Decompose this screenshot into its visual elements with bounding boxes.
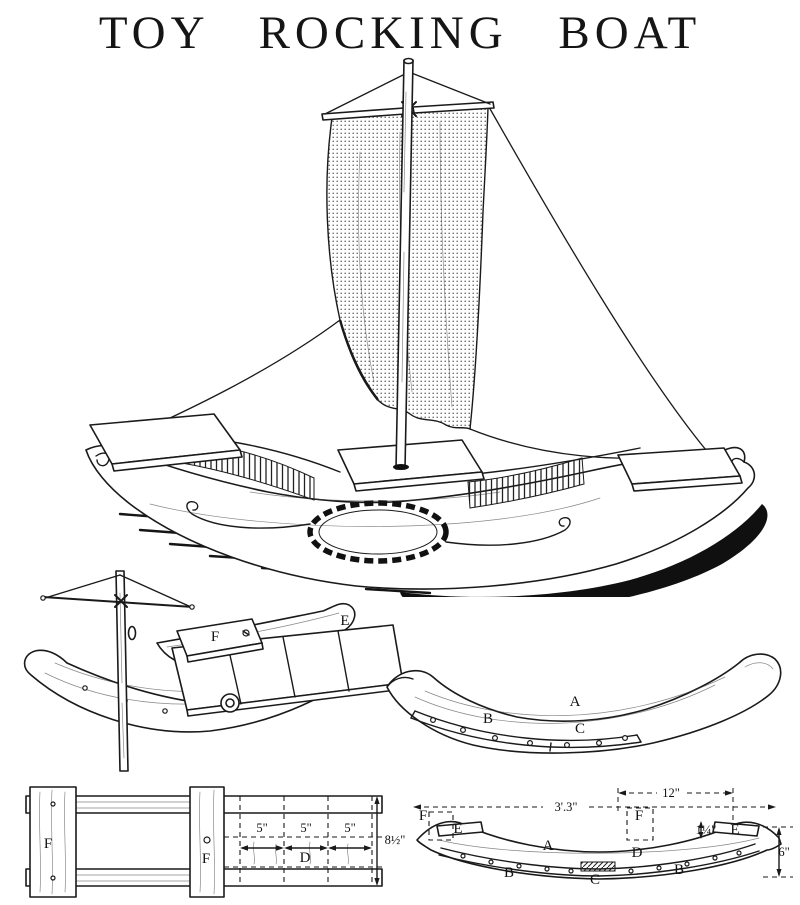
- bow-scroll: [95, 452, 110, 467]
- dim-height: 8½": [385, 833, 406, 847]
- label-e: E: [340, 613, 349, 629]
- label-c: C: [575, 721, 585, 737]
- e-board-left: [436, 821, 484, 837]
- figure-perspective-view: [85, 57, 768, 597]
- right-scroll-rope: [445, 516, 571, 546]
- f-board-left-hidden: [428, 811, 454, 841]
- mast: [115, 570, 137, 772]
- crossboard-f-mid: [189, 786, 225, 898]
- hidden-lines: [224, 796, 382, 886]
- label-e-right: E: [730, 822, 739, 838]
- right-seat: [617, 447, 743, 492]
- label-f-left: F: [44, 836, 52, 852]
- dim-5-2: 5": [300, 821, 311, 835]
- dimension-5-1: 5": [240, 821, 284, 851]
- figure-elevation-view: 3'.3" 12": [413, 786, 793, 888]
- page-title: TOY ROCKING BOAT: [98, 7, 702, 59]
- dimension-overall: 3'.3": [413, 800, 776, 814]
- hull-oval-opening: [307, 500, 449, 564]
- center-joint-block: [580, 861, 616, 872]
- label-c: C: [590, 872, 600, 888]
- label-f-mid: F: [202, 851, 210, 867]
- label-e-left: E: [453, 821, 462, 837]
- mast: [393, 57, 414, 470]
- label-b-left: B: [504, 865, 514, 881]
- dim-6: 6": [778, 845, 789, 859]
- dimension-5-3: 5": [328, 821, 372, 851]
- dim-5-1: 5": [256, 821, 267, 835]
- dim-5-3: 5": [344, 821, 355, 835]
- dimension-height: 8½": [374, 796, 405, 886]
- f-block: [176, 618, 264, 663]
- washer-disc: [220, 693, 240, 713]
- dim-114: 1¼": [696, 823, 717, 837]
- left-seat: [89, 413, 243, 472]
- label-f-left: F: [419, 808, 427, 824]
- rocker-side-piece: [386, 653, 782, 754]
- spar-yard: [40, 574, 195, 610]
- mast-cleat: [127, 625, 137, 641]
- crossboard-f-left: [29, 786, 77, 898]
- label-f: F: [211, 629, 219, 645]
- figure-side-profile: A B C: [386, 653, 782, 754]
- label-d: D: [632, 845, 643, 861]
- dimension-5-2: 5": [284, 821, 328, 851]
- label-b: B: [483, 711, 493, 727]
- dim-12: 12": [662, 786, 680, 800]
- dim-33: 3'.3": [555, 800, 578, 814]
- figure-assembly-view: F E: [23, 570, 405, 772]
- center-seat: [337, 439, 485, 492]
- seats: [89, 413, 743, 492]
- label-a: A: [570, 694, 581, 710]
- dimension-end-height: 6": [763, 826, 793, 878]
- dimension-12: 12": [617, 786, 734, 824]
- dimension-thickness: 1¼": [696, 821, 717, 839]
- mast-hole: [203, 836, 211, 844]
- label-b-right: B: [674, 862, 684, 878]
- label-f-mid: F: [635, 808, 643, 824]
- label-d: D: [300, 850, 311, 866]
- figure-plan-view: 5" 5" 5" 8½" F F D: [25, 786, 405, 898]
- rocker-elevation: [416, 807, 782, 880]
- e-board-right: [712, 821, 760, 837]
- f-board-mid-hidden: [626, 807, 654, 841]
- label-a: A: [543, 838, 554, 854]
- left-scroll-rope: [186, 500, 311, 529]
